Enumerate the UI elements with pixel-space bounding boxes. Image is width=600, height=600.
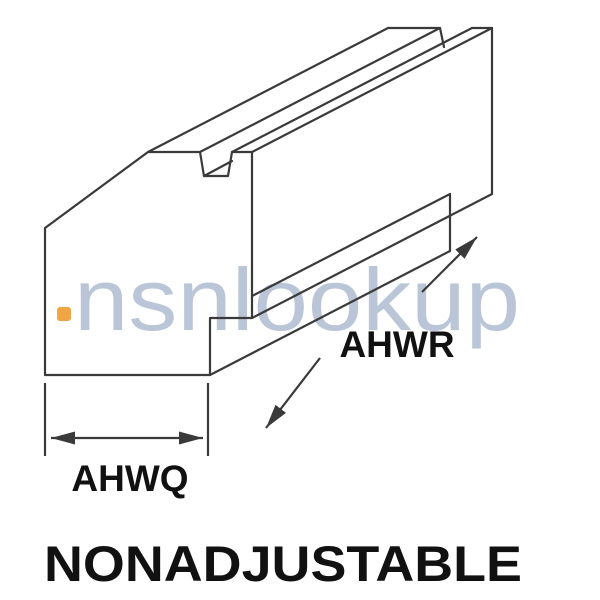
part-outline-group — [43, 26, 494, 377]
part-far-end-edges — [386, 26, 494, 253]
watermark-dot-icon — [57, 307, 71, 321]
dim-label-ahwr: AHWR — [339, 324, 454, 365]
part-front-profile — [43, 150, 254, 377]
ahwr-upper-arrow — [421, 236, 478, 293]
part-long-edges — [146, 26, 494, 377]
watermark: nsnlookup — [57, 250, 520, 349]
labels-group: AHWR AHWQ NONADJUSTABLE — [44, 324, 522, 592]
ahwr-lower-arrow — [265, 357, 321, 429]
watermark-text: nsnlookup — [74, 250, 520, 349]
dimension-lines-group — [43, 236, 478, 456]
figure-caption: NONADJUSTABLE — [44, 536, 522, 592]
dim-label-ahwq: AHWQ — [71, 458, 188, 499]
